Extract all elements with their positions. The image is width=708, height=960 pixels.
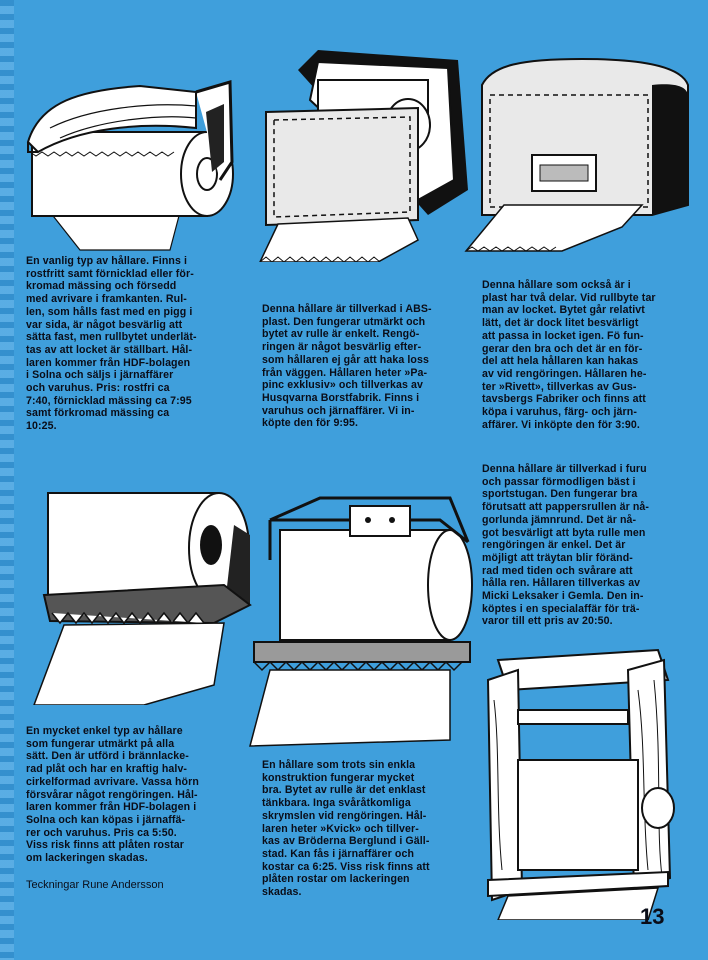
illustration-metal-lid-holder (20, 62, 245, 252)
caption-rivett-holder: Denna hållare som också är i plast har t… (482, 279, 656, 431)
caption-wooden-holder: Denna hållare är tillverkad i furu och p… (482, 463, 650, 628)
caption-abs-plastic-holder: Denna hållare är tillverkad i ABS- plast… (262, 303, 432, 430)
illustration-kvick-holder (240, 490, 480, 750)
illustration-rivett-holder (462, 55, 694, 265)
binding-edge (0, 0, 14, 960)
page-number: 13 (640, 904, 665, 929)
illustration-credit: Teckningar Rune Andersson (26, 879, 164, 891)
caption-kvick-holder: En hållare som trots sin enkla konstrukt… (262, 759, 430, 899)
illustration-enamel-plate-holder (24, 485, 254, 705)
caption-metal-lid-holder: En vanlig typ av hållare. Finns i rostfr… (26, 255, 197, 433)
illustration-abs-plastic-holder (258, 40, 473, 262)
illustration-wooden-holder (478, 640, 688, 920)
caption-enamel-plate-holder: En mycket enkel typ av hållare som funge… (26, 725, 199, 865)
